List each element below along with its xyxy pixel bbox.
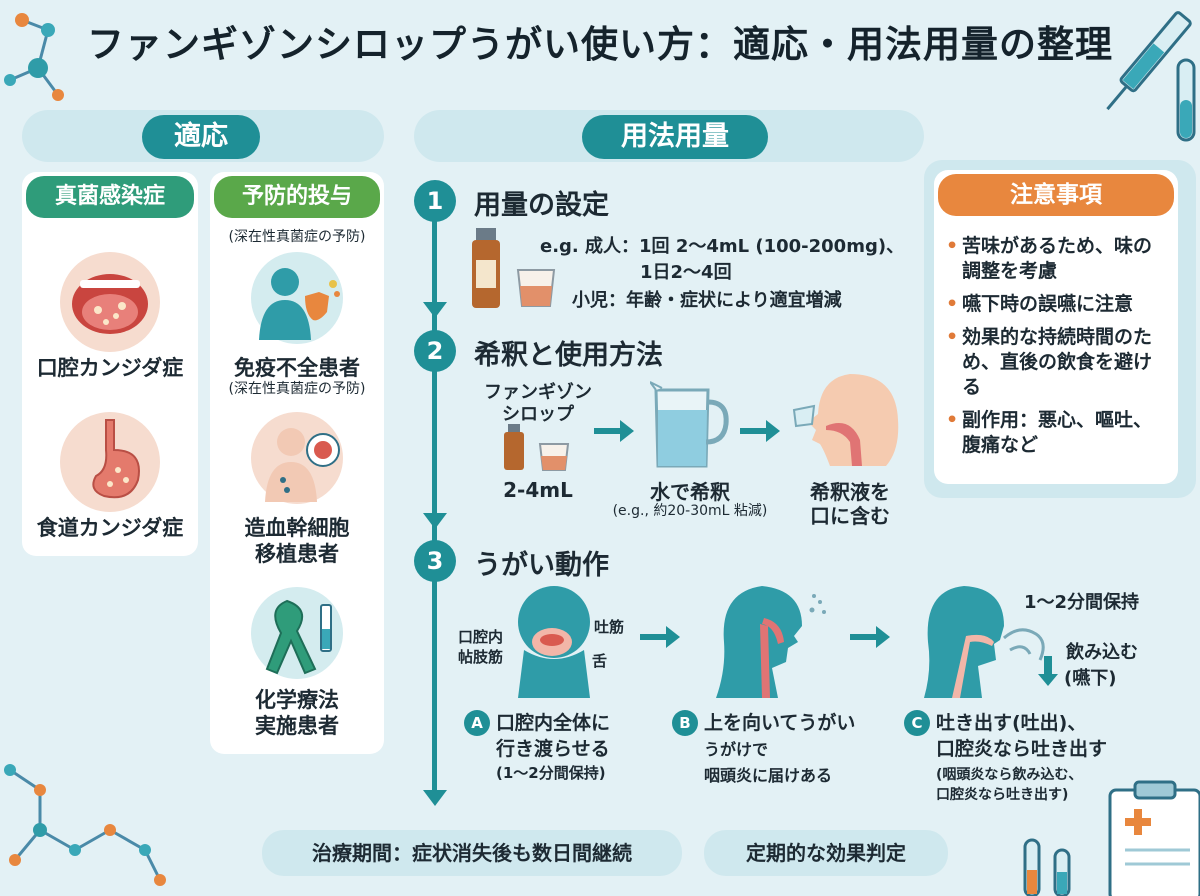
substep-c-line-4: 口腔炎なら吐き出す) (936, 787, 1069, 803)
step-3-number: 3 (414, 540, 456, 582)
stem-cell-label-2: 移植患者 (255, 542, 339, 566)
chemotherapy-ribbon-icon (251, 587, 343, 679)
hold-label-2: 口に含む (810, 504, 890, 528)
stem-cell-label-1: 造血幹細胞 (244, 516, 350, 540)
step-1-number: 1 (414, 180, 456, 222)
immunocompromised-label: 免疫不全患者 (234, 356, 360, 380)
immunocompromised-patient-icon (251, 252, 343, 344)
stem-cell-transplant-icon (251, 412, 343, 504)
hold-time-label: 1～2分間保持 (1024, 592, 1140, 613)
pediatric-dose-line: 小児：年齢・症状により適宜増減 (572, 290, 842, 311)
head-spit-c-icon (924, 586, 1004, 698)
arrow-right-icon (594, 420, 634, 442)
prophylaxis-subnote: (深在性真菌症の予防) (228, 229, 366, 245)
indications-header: 適応 (142, 115, 260, 159)
dose-amount: 2-4mL (503, 478, 573, 502)
arrow-right-icon (850, 626, 890, 648)
dilute-label: 水で希釈 (650, 480, 730, 504)
head-gargle-b-icon (716, 586, 826, 698)
page-title: ファンギゾンシロップうがい使い方：適応・用法用量の整理 (87, 23, 1113, 66)
substep-c-line-1: 吐き出す(吐出)、 (936, 712, 1087, 734)
label-muscle: 吐筋 (594, 618, 625, 636)
swallow-label-1: 飲み込む (1066, 642, 1138, 663)
step-3-title: うがい動作 (474, 550, 609, 581)
notes-header: 注意事項 (938, 174, 1174, 216)
substep-c-line-2: 口腔炎なら吐き出す (936, 738, 1108, 760)
substep-b-badge: B (672, 710, 698, 736)
arrow-right-icon (740, 420, 780, 442)
note-item: 副作用：悪心、嘔吐、腹痛など (946, 408, 1168, 458)
flow-arrow-3 (423, 790, 447, 806)
substep-a-line-2: 行き渡らせる (496, 738, 610, 760)
label-tongue: 舌 (592, 652, 608, 670)
head-anatomy-a-icon (518, 586, 590, 698)
spit-out-arrow-icon (1003, 628, 1058, 686)
note-item: 効果的な持続時間のため、直後の飲食を避ける (946, 325, 1168, 400)
hold-label-1: 希釈液を (810, 480, 890, 504)
efficacy-evaluation-banner: 定期的な効果判定 (704, 830, 948, 876)
substep-b-line-1: 上を向いてうがい (704, 712, 856, 734)
notes-list: 苦味があるため、味の調整を考慮 嚥下時の誤嚥に注意 効果的な持続時間のため、直後… (946, 234, 1168, 466)
oral-candidiasis-icon (60, 252, 160, 352)
drug-name-line-1: ファンギゾン (484, 382, 592, 403)
substep-b-line-2: うがけで (704, 740, 769, 759)
chemo-label-2: 実施患者 (255, 714, 339, 738)
step-1-title: 用量の設定 (474, 190, 609, 221)
flow-arrow-2 (423, 513, 447, 529)
oral-candidiasis-label: 口腔カンジダ症 (36, 356, 184, 380)
esophageal-candidiasis-label: 食道カンジダ症 (36, 516, 184, 540)
swallow-label-2: (嚥下) (1064, 668, 1117, 689)
treatment-duration-banner: 治療期間：症状消失後も数日間継続 (262, 830, 682, 876)
small-bottle-and-cup-icon (504, 424, 570, 471)
prophylaxis-header: 予防的投与 (214, 176, 380, 218)
adult-dose-line: e.g. 成人：1回 2～4mL (100-200mg)、 (540, 236, 905, 257)
immunocompromised-note: (深在性真菌症の予防) (228, 381, 366, 397)
dilute-note: (e.g., 約20-30mL 粘減) (612, 503, 768, 519)
label-mucosa-2: 帖肢筋 (458, 648, 504, 666)
substep-a-line-3: (1～2分間保持) (496, 764, 606, 782)
substep-a-line-1: 口腔内全体に (496, 712, 611, 734)
rinse-head-icon (792, 374, 899, 466)
flow-arrow-1 (423, 302, 447, 318)
esophageal-candidiasis-icon (60, 412, 160, 512)
clipboard-decoration (1023, 780, 1200, 896)
substep-c-line-3: (咽頭炎なら飲み込む、 (936, 767, 1083, 783)
molecule-decoration-top-left (4, 13, 64, 101)
label-mucosa-1: 口腔内 (458, 628, 504, 646)
water-pitcher-icon (650, 381, 729, 468)
substep-a-badge: A (464, 710, 490, 736)
note-item: 嚥下時の誤嚥に注意 (946, 292, 1168, 317)
substep-c-badge: C (904, 710, 930, 736)
flow-line (432, 200, 437, 790)
dosage-header: 用法用量 (582, 115, 768, 159)
syringe-decoration-top-right (1106, 11, 1196, 142)
chemo-label-1: 化学療法 (255, 688, 339, 712)
note-item: 苦味があるため、味の調整を考慮 (946, 234, 1168, 284)
drug-name-line-2: シロップ (502, 404, 574, 425)
fungal-infection-header: 真菌感染症 (26, 176, 194, 218)
substep-b-line-3: 咽頭炎に届けある (704, 766, 833, 785)
step-2-number: 2 (414, 330, 456, 372)
syrup-bottle-icon (472, 228, 556, 308)
molecule-decoration-bottom-left (4, 764, 166, 886)
daily-frequency-line: 1日2～4回 (640, 262, 732, 283)
step-2-title: 希釈と使用方法 (474, 340, 663, 371)
arrow-right-icon (640, 626, 680, 648)
